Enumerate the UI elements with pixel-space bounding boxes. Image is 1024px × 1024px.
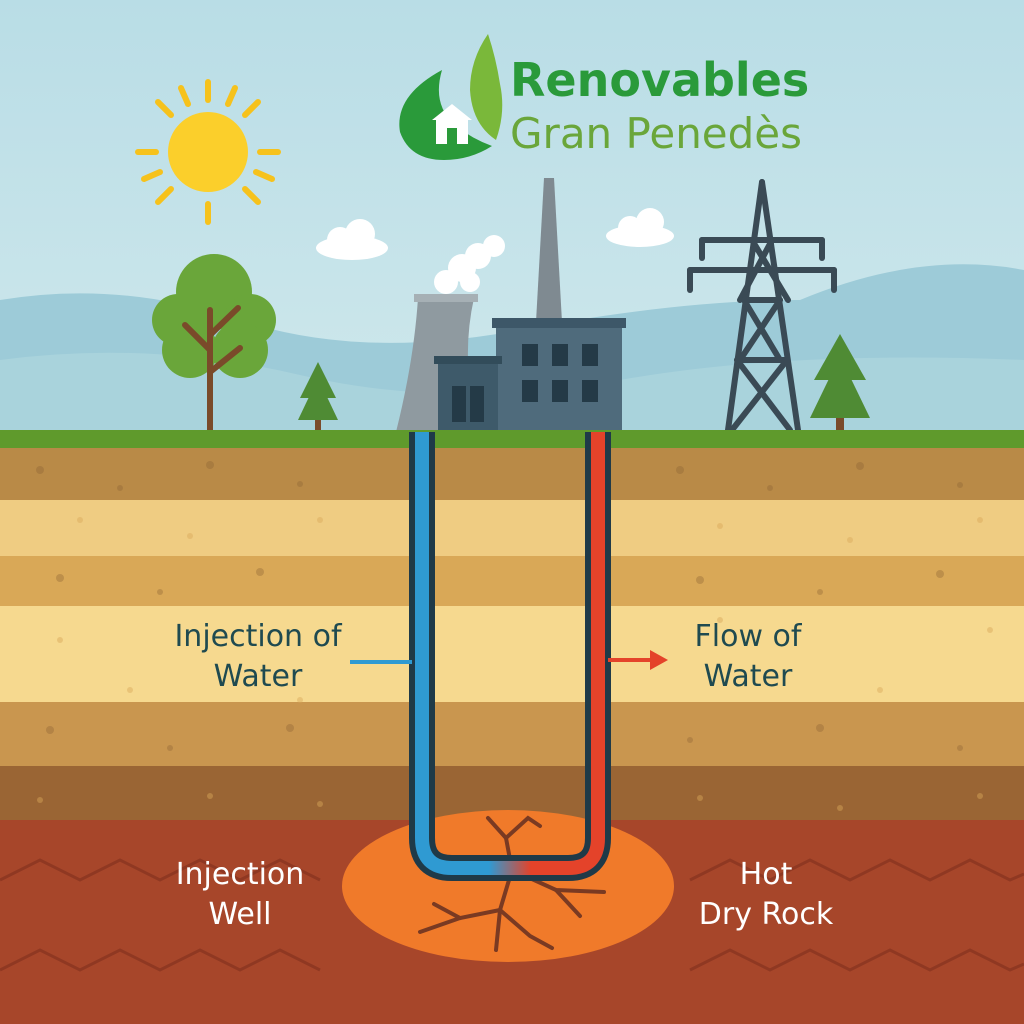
flow-of-water-label-line1: Flow of <box>695 619 803 654</box>
flow-arrow <box>608 650 668 670</box>
brand-title: Renovables <box>510 53 809 107</box>
power-plant-icon <box>396 178 626 432</box>
hot-dry-rock-label-line1: Hot <box>740 857 793 892</box>
cloud-icon <box>606 208 674 247</box>
rock-zigzags <box>0 858 1024 972</box>
injection-well-label-line1: Injection <box>176 857 305 892</box>
sun-icon <box>135 79 281 225</box>
cloud-icon <box>316 219 388 260</box>
soil-speckles-light <box>37 517 993 811</box>
steam <box>434 235 505 294</box>
well-pipe <box>415 432 605 875</box>
pine-tree-icon <box>298 362 338 432</box>
grass <box>0 430 1024 448</box>
pine-tree-icon <box>810 334 870 432</box>
injection-of-water-label-line1: Injection of <box>174 619 343 654</box>
soil-speckles <box>36 461 963 751</box>
injection-of-water-label-line2: Water <box>214 659 303 694</box>
flow-of-water-label-line2: Water <box>704 659 793 694</box>
injection-well-label-line2: Well <box>208 897 271 932</box>
power-tower-icon <box>687 179 837 433</box>
brand-subtitle: Gran Penedès <box>510 109 802 158</box>
tree-icon <box>152 254 276 433</box>
leaf-house-icon <box>399 34 503 160</box>
hot-dry-rock-label-line2: Dry Rock <box>699 897 834 932</box>
